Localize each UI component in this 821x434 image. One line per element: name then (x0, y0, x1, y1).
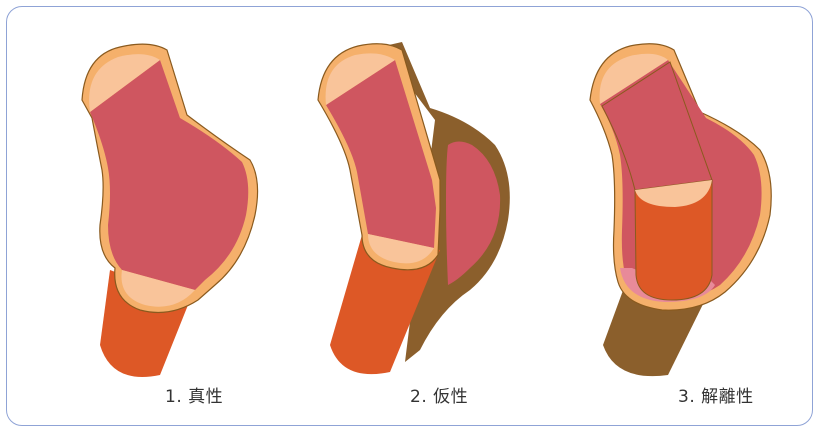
caption-false-aneurysm: 2. 仮性 (410, 382, 468, 407)
true-aneurysm-lumen (90, 60, 248, 290)
caption-dissecting-aneurysm: 3. 解離性 (678, 382, 754, 407)
false-aneurysm-illustration (318, 42, 510, 374)
true-aneurysm-illustration (82, 44, 258, 377)
dissecting-aneurysm-illustration (590, 44, 771, 376)
caption-true-aneurysm: 1. 真性 (165, 382, 223, 407)
